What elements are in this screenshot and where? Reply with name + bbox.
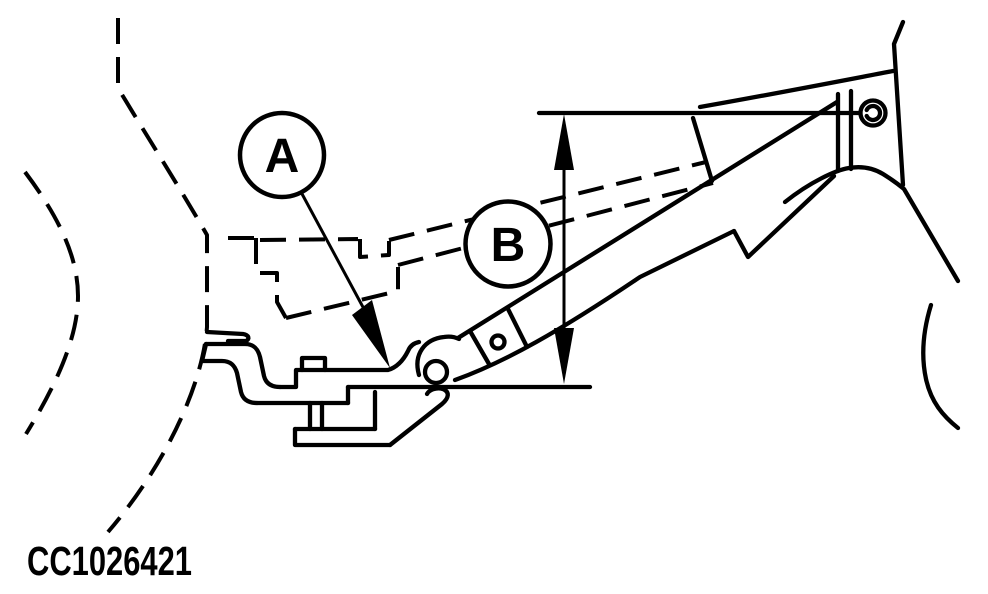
support-arm [415,99,840,386]
figure-code: CC1026421 [27,538,192,584]
arm-lower-edge [452,228,737,383]
body-edge-dashed-left [23,170,80,436]
pivot-boss-arc [415,334,462,378]
arm-notch [731,173,837,260]
leader-arrow-icon [352,300,390,368]
arm-hole [489,333,507,351]
arm-upper-edge [455,99,840,341]
body-edge-dashed-center [106,18,209,534]
dashed-body-outlines [23,18,209,534]
body-structure-right [536,19,961,431]
dimension-arrow [554,114,574,384]
hidden-arm-lower-line [397,181,714,267]
bracket-plate-top [277,339,422,390]
bracket-flange-lower [199,358,260,406]
callout-a: A [237,110,327,200]
hidden-arm-upper-line [388,160,707,242]
bracket-bolt-head [299,355,328,373]
latch-bracket [199,329,593,448]
callout-a-label: A [265,130,300,183]
arrowhead-down-icon [554,328,574,384]
apillar-edge [891,19,906,188]
bolt-center-icon [864,103,883,123]
bracket-flange-endcap [199,341,209,364]
arm-crossline-2 [505,306,530,350]
callout-a-leader [299,190,390,368]
arm-end-edge [690,115,715,184]
wheel-arch-curve [921,302,961,431]
bracket-hook [387,386,450,448]
leader-line-a [299,190,366,311]
arrowhead-up-icon [554,114,574,170]
callout-b: B [463,199,553,289]
hidden-bracket-outline [228,236,400,320]
fender-hump-curve [782,165,961,284]
arm-crossline-1 [467,328,492,367]
bracket-rear-lip [204,329,251,344]
cowl-top-edge [697,68,896,110]
bracket-foot-outline [292,426,393,448]
bracket-flange-upper [203,341,283,390]
callout-a-circle [237,110,327,200]
callout-b-circle [463,199,553,289]
bolt-washer-icon [858,98,888,128]
callout-b-label: B [491,219,526,272]
dashed-hidden-bracket [228,160,714,320]
pivot-pin [422,358,450,386]
